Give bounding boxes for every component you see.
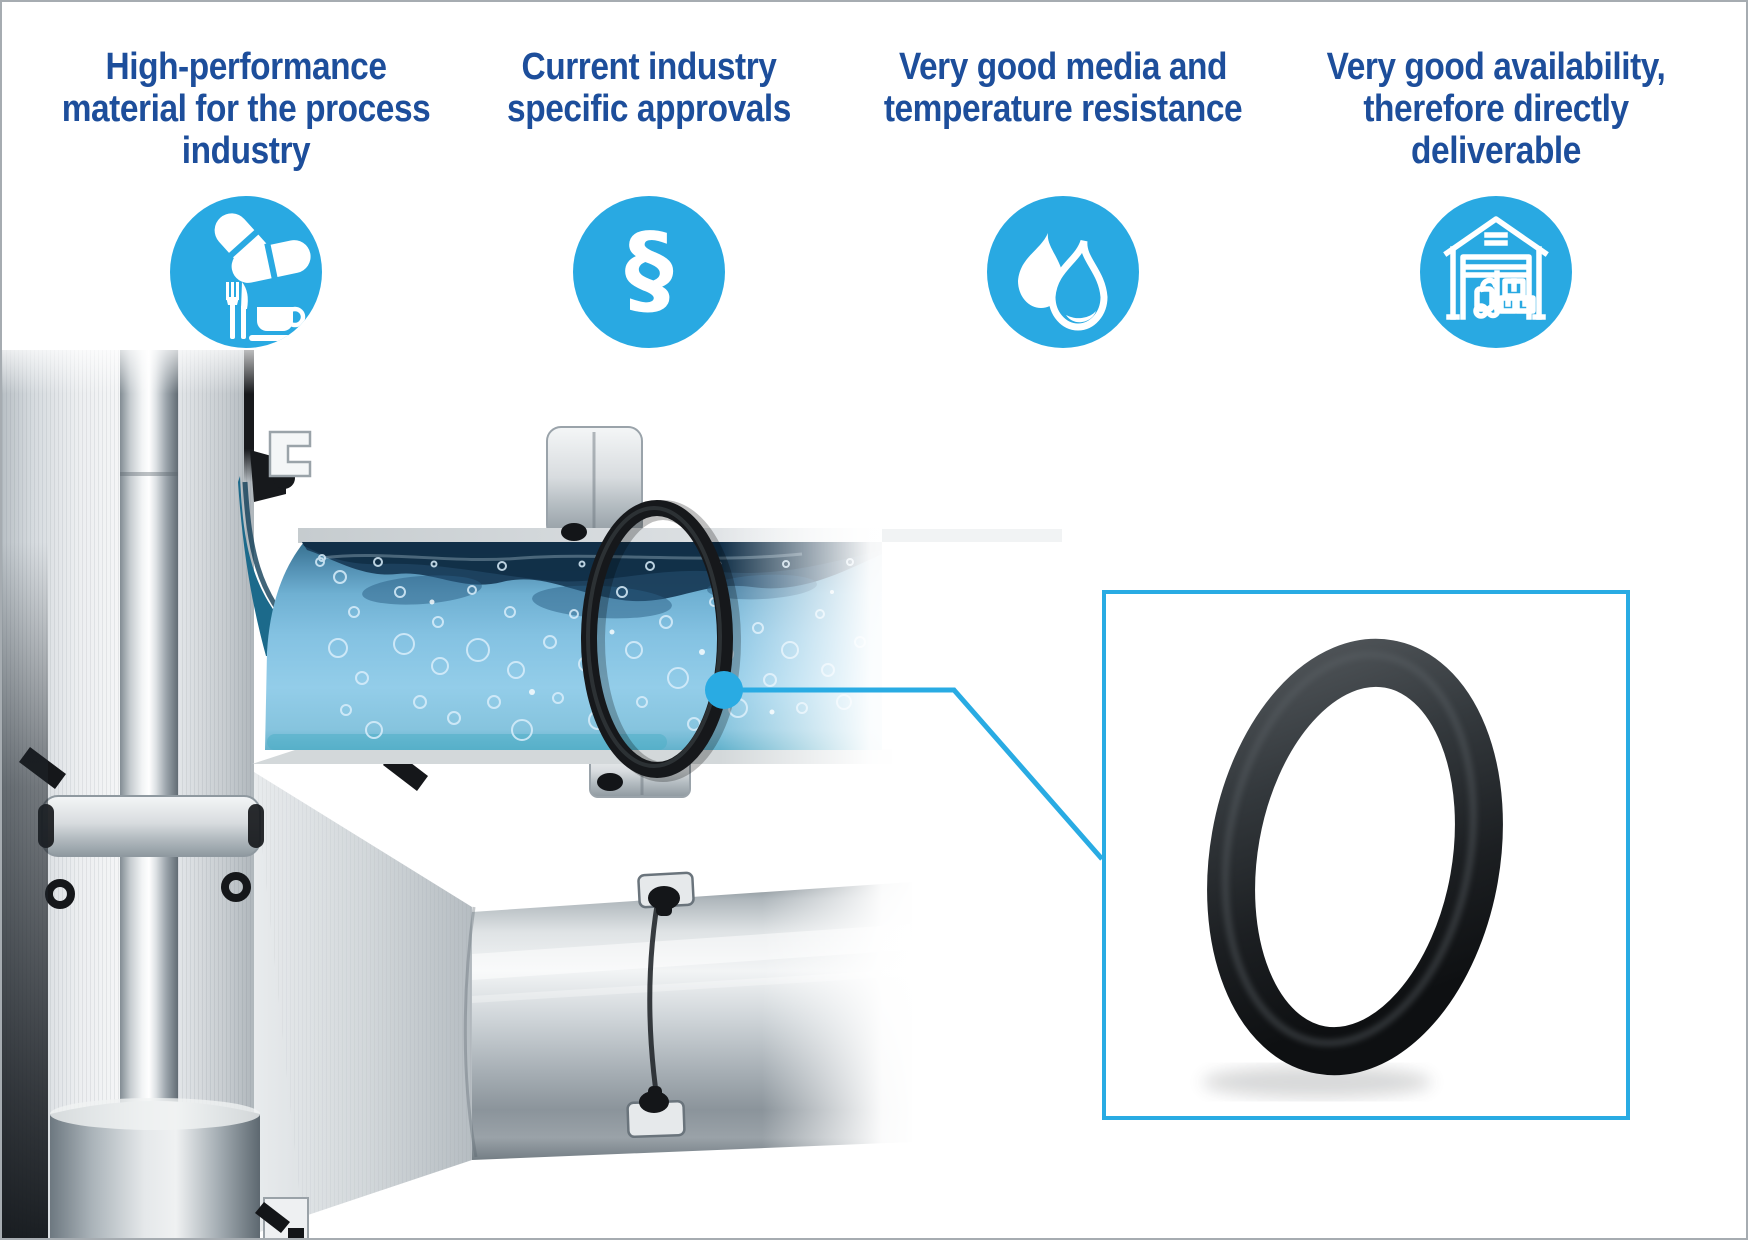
feature-title: Very good media and temperature resistan… <box>878 46 1248 130</box>
callout <box>705 590 1630 1120</box>
water-drops-icon <box>987 196 1139 348</box>
feature-title-line: temperature resistance <box>883 88 1243 130</box>
paragraph-glyph: § <box>624 213 674 327</box>
feature-title-line: Very good availability, <box>1326 46 1666 88</box>
feature-title: Very good availability, therefore direct… <box>1311 46 1681 172</box>
feature-column-material: High-performance material for the proces… <box>36 46 456 406</box>
valve-stem <box>2 350 309 1238</box>
feature-title: Current industry specific approvals <box>464 46 834 130</box>
oring-product-photo <box>1202 638 1503 1098</box>
feature-title-line: Very good media and <box>899 46 1227 88</box>
water-pipe <box>252 426 1082 798</box>
callout-line <box>724 687 1104 861</box>
feature-title-line: specific approvals <box>507 88 791 130</box>
feature-column-approvals: Current industry specific approvals § <box>439 46 859 406</box>
oring-on-pipe <box>581 500 741 782</box>
feature-column-resistance: Very good media and temperature resistan… <box>853 46 1273 406</box>
feature-column-availability: Very good availability, therefore direct… <box>1286 46 1706 406</box>
feature-title-line: industry <box>181 130 311 172</box>
feature-title-line: Current industry <box>521 46 777 88</box>
feature-title-line: material for the process <box>61 88 431 130</box>
feature-title: High-performance material for the proces… <box>61 46 431 172</box>
feature-title-line: deliverable <box>1411 130 1581 172</box>
feature-title-line: High-performance <box>105 46 387 88</box>
lower-steel-pipe <box>463 862 922 1162</box>
warehouse-icon <box>1420 196 1572 348</box>
feature-title-line: therefore directly <box>1363 88 1629 130</box>
callout-dot <box>705 671 743 709</box>
paragraph-icon: § <box>573 196 725 348</box>
pharma-food-icon <box>170 196 322 348</box>
